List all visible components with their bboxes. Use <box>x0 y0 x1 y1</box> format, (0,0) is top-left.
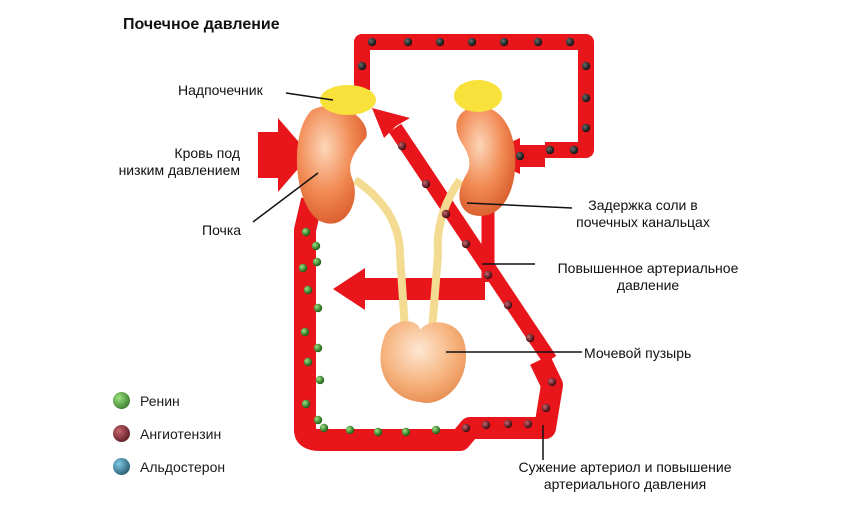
legend-label: Ангиотензин <box>140 425 222 442</box>
molecule-dot <box>565 37 575 47</box>
legend-aldosterone: Альдостерон <box>113 458 225 475</box>
renin-dot <box>311 241 321 251</box>
angiotensin-dot <box>483 270 493 280</box>
renin-dot <box>431 425 441 435</box>
renin-dot <box>313 303 323 313</box>
legend-label: Ренин <box>140 392 180 409</box>
angiotensin-dot <box>397 141 407 151</box>
renin-dot <box>401 427 411 437</box>
renin-dot <box>373 427 383 437</box>
renin-dot <box>312 257 322 267</box>
bladder-label: Мочевой пузырь <box>584 345 692 361</box>
angiotensin-dot <box>461 239 471 249</box>
molecule-dot <box>545 145 555 155</box>
molecule-dot <box>581 123 591 133</box>
molecule-dot <box>367 37 377 47</box>
renin-dot <box>301 399 311 409</box>
high-pressure-label-line2: давление <box>616 277 680 293</box>
angiotensin-dot <box>421 179 431 189</box>
angiotensin-dot <box>541 403 551 413</box>
left-adrenal <box>320 85 376 115</box>
right-ureter <box>428 177 464 331</box>
low-pressure-arrow <box>258 118 310 192</box>
angiotensin-dot <box>481 420 491 430</box>
high-pressure-label-line1: Повышенное артериальное <box>557 260 739 276</box>
adrenal-label: Надпочечник <box>178 82 263 98</box>
molecule-dot <box>515 151 525 161</box>
legend-angiotensin: Ангиотензин <box>113 425 221 442</box>
left-vessel <box>294 197 563 451</box>
renin-dot <box>298 263 308 273</box>
low-pressure-label-line1: Кровь под <box>174 145 240 161</box>
salt-label-line2: почечных канальцах <box>576 214 710 230</box>
diagonal-arrowhead <box>372 108 410 138</box>
renin-dot <box>313 415 323 425</box>
molecule-dot <box>581 93 591 103</box>
molecule-dot <box>499 37 509 47</box>
kidney-label: Почка <box>202 222 242 238</box>
angiotensin-dot <box>441 209 451 219</box>
renin-dot <box>345 425 355 435</box>
legend-label: Альдостерон <box>140 458 226 475</box>
diagonal-vessel <box>388 123 557 365</box>
salt-label-line1: Задержка соли в <box>588 197 698 213</box>
renin-dot <box>301 227 311 237</box>
legend-renin: Ренин <box>113 392 180 409</box>
renin-dot <box>303 357 313 367</box>
molecule-dot <box>581 61 591 71</box>
angiotensin-dot <box>461 423 471 433</box>
molecule-dot <box>467 37 477 47</box>
middle-left-arrow <box>333 268 485 310</box>
angiotensin-dot <box>503 419 513 429</box>
angiotensin-dot <box>547 377 557 387</box>
molecule-dot <box>533 37 543 47</box>
molecule-dot <box>569 145 579 155</box>
right-kidney <box>456 106 516 216</box>
right-adrenal <box>454 80 502 112</box>
constriction-label-line2: артериального давления <box>543 476 707 492</box>
left-kidney <box>296 105 367 224</box>
low-pressure-label-line2: низким давлением <box>118 162 240 178</box>
left-ureter <box>352 176 409 331</box>
angiotensin-dot <box>525 333 535 343</box>
angiotensin-dot <box>503 300 513 310</box>
molecule-dot <box>435 37 445 47</box>
angiotensin-dot <box>523 419 533 429</box>
angiotensin-dot-icon <box>113 425 130 442</box>
aldosterone-dot-icon <box>113 458 130 475</box>
renin-dot-icon <box>113 392 130 409</box>
renin-dot <box>313 343 323 353</box>
renin-dot <box>300 327 310 337</box>
diagram-title: Почечное давление <box>123 16 280 33</box>
molecule-dot <box>403 37 413 47</box>
molecule-dot <box>357 61 367 71</box>
renin-dot <box>319 423 329 433</box>
constriction-label-line1: Сужение артериол и повышение <box>518 459 732 475</box>
renin-dot <box>315 375 325 385</box>
renin-dot <box>303 285 313 295</box>
bladder <box>380 321 466 403</box>
